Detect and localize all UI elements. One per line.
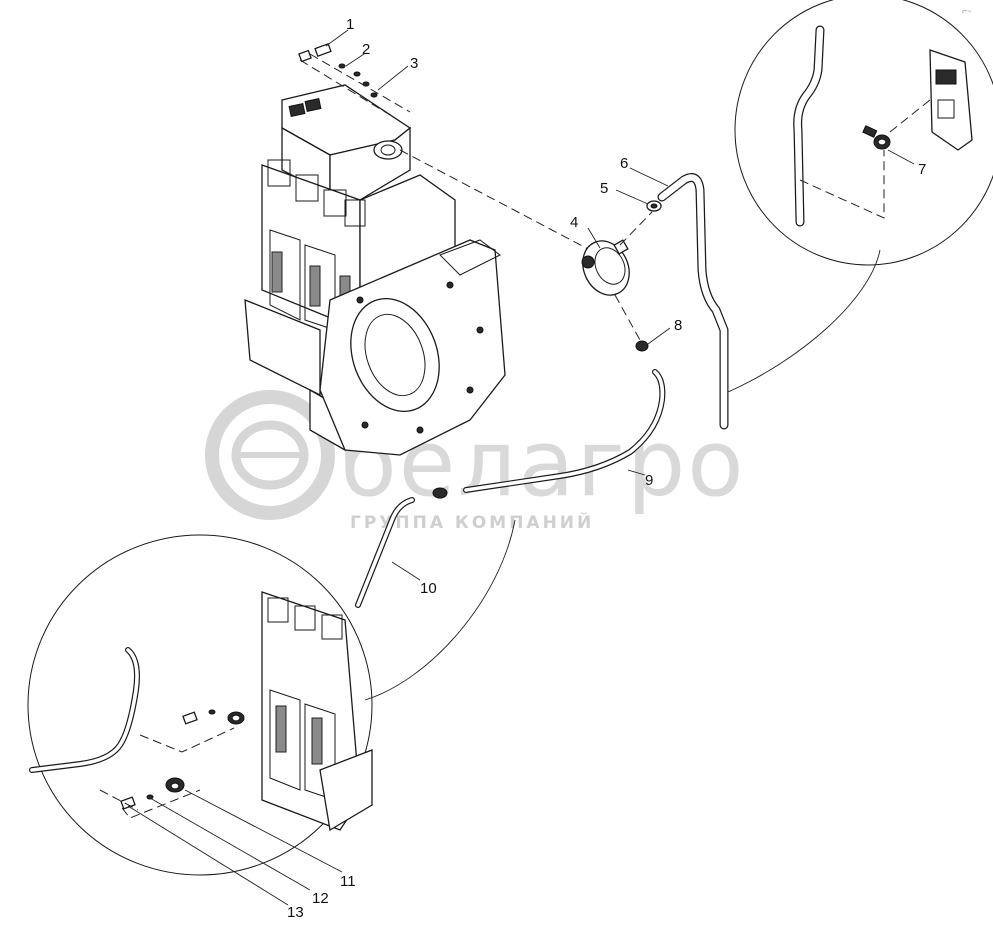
clamp-part-8 (635, 340, 649, 352)
callout-2: 2 (362, 41, 370, 58)
hose-part-6 (657, 173, 729, 430)
callout-13: 13 (287, 904, 304, 921)
callout-4: 4 (570, 214, 578, 231)
callout-9: 9 (645, 472, 653, 489)
callouts: 1 2 3 4 5 6 7 8 9 10 11 12 13 (287, 16, 926, 921)
callout-5: 5 (600, 180, 608, 197)
detail-view-bottom (27, 534, 373, 876)
callout-6: 6 (620, 155, 628, 172)
callout-1: 1 (346, 16, 354, 33)
breather-part-4 (581, 239, 630, 296)
bolt-part-1 (298, 43, 332, 63)
washer-part-12 (146, 709, 216, 800)
watermark-subtitle: ГРУППА КОМПАНИЙ (350, 511, 594, 533)
bolt-part-13 (120, 711, 198, 810)
corner-mark: ⌐- (962, 6, 971, 17)
callout-3: 3 (410, 55, 418, 72)
callout-leaders (127, 29, 915, 906)
detail-leader-bottom (364, 519, 516, 701)
watermark-logo-icon (205, 390, 335, 520)
callout-8: 8 (674, 317, 682, 334)
detail-view-top (734, 0, 993, 266)
watermark: белагро ГРУППА КОМПАНИЙ (205, 390, 744, 533)
callout-10: 10 (420, 580, 437, 597)
tube-part-9 (432, 369, 666, 499)
washer-part-2 (338, 63, 361, 77)
bracket-part-11 (165, 711, 245, 793)
tube-part-10 (355, 497, 415, 608)
detail-leader-top (727, 249, 881, 393)
washer-part-3 (362, 81, 378, 98)
callout-11: 11 (340, 873, 356, 890)
callout-12: 12 (312, 890, 329, 907)
fitting-part-7 (862, 125, 891, 150)
callout-7: 7 (918, 161, 926, 178)
clamp-part-5 (646, 200, 662, 212)
engine-block (244, 84, 506, 456)
